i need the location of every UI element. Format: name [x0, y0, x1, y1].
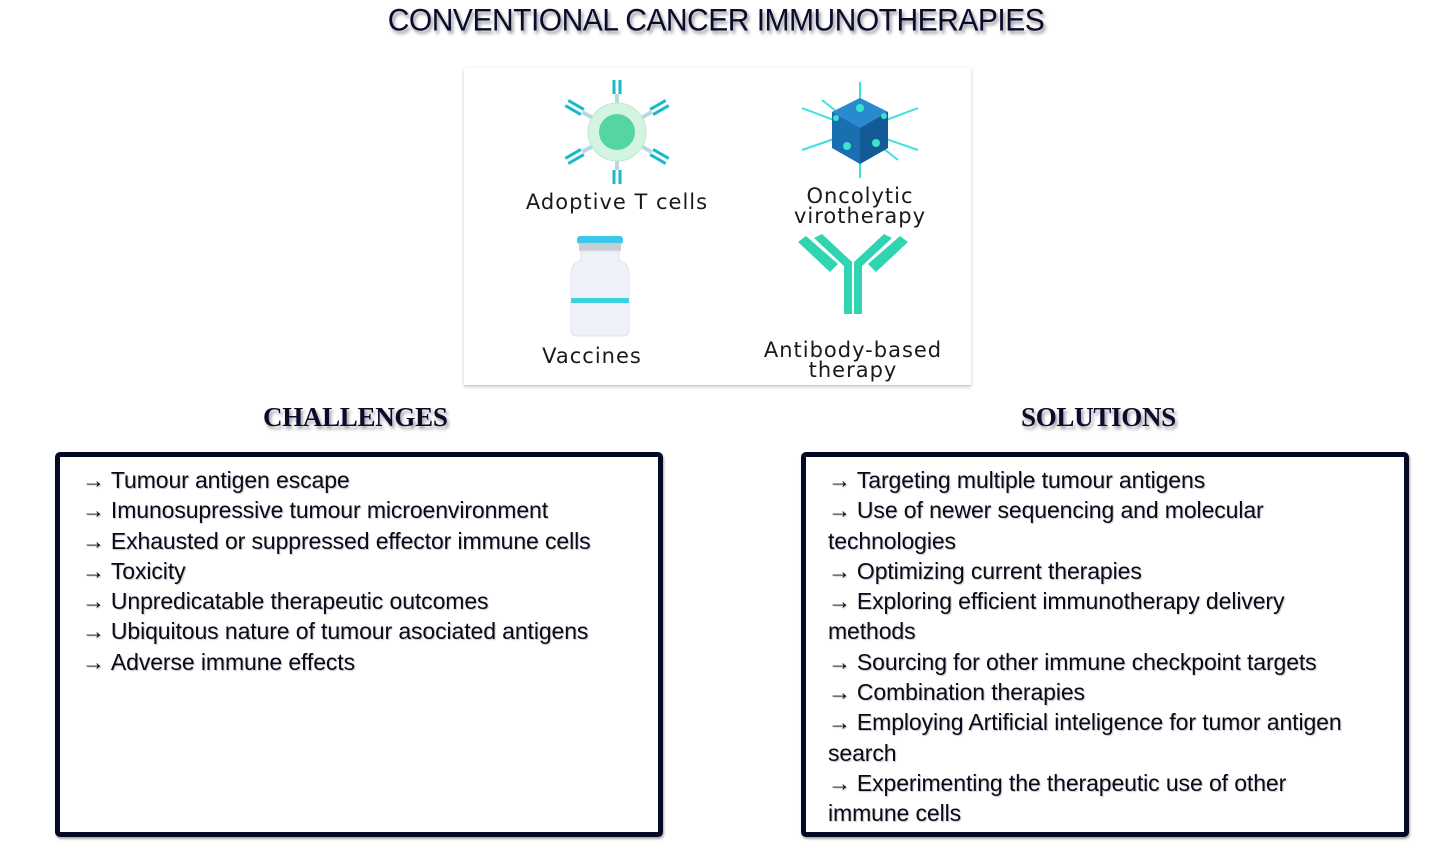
virus-icon: [801, 82, 919, 178]
challenge-text: Tumour antigen escape: [110, 467, 350, 493]
receptor-bottom: [612, 158, 622, 184]
arrow-icon: →: [828, 648, 851, 675]
therapy-oncolytic-virotherapy: Oncolytic virotherapy: [760, 78, 960, 228]
challenges-list: →Tumour antigen escape →Imunosupressive …: [82, 465, 658, 677]
label-line: therapy: [808, 358, 898, 382]
therapies-figure: Adoptive T cells: [464, 68, 971, 386]
arrow-icon: →: [82, 648, 105, 675]
solution-item: →Combination therapies: [828, 677, 1394, 707]
label-line: Antibody-based: [763, 338, 943, 362]
challenge-item: →Unpredicatable therapeutic outcomes: [82, 586, 658, 616]
therapy-label: Antibody-based therapy: [738, 338, 968, 382]
solution-item: →Targeting multiple tumour antigens: [828, 465, 1394, 495]
solution-item: →Exploring efficient immunotherapy deliv…: [828, 586, 1338, 647]
page-title: CONVENTIONAL CANCER IMMUNOTHERAPIES: [387, 3, 1045, 38]
challenge-item: →Ubiquitous nature of tumour asociated a…: [82, 616, 658, 646]
solution-item: →Sourcing for other immune checkpoint ta…: [828, 647, 1394, 677]
challenge-text: Exhausted or suppressed effector immune …: [110, 527, 591, 554]
challenge-item: →Adverse immune effects: [82, 647, 658, 677]
arrow-icon: →: [828, 467, 851, 493]
solution-text: Use of newer sequencing and molecular te…: [828, 497, 1264, 554]
solution-item: →Use of newer sequencing and molecular t…: [828, 495, 1318, 556]
arrow-icon: →: [828, 557, 851, 584]
solutions-box: →Targeting multiple tumour antigens →Use…: [801, 452, 1409, 837]
arrow-icon: →: [82, 497, 105, 524]
solution-text: Sourcing for other immune checkpoint tar…: [856, 648, 1317, 675]
arrow-icon: →: [828, 588, 851, 615]
therapy-vaccines: Vaccines: [492, 232, 692, 368]
arrow-icon: →: [82, 588, 105, 615]
solutions-heading: SOLUTIONS: [1021, 402, 1176, 432]
solution-text: Employing Artificial inteligence for tum…: [828, 709, 1342, 766]
challenge-item: →Exhausted or suppressed effector immune…: [82, 526, 658, 556]
solution-item: →Employing Artificial inteligence for tu…: [828, 707, 1398, 768]
arrow-icon: →: [828, 497, 851, 524]
arrow-icon: →: [828, 709, 851, 736]
therapy-label: Oncolytic virotherapy: [760, 184, 960, 228]
t-cell-icon: [564, 80, 670, 184]
label-line: Adoptive T cells: [525, 190, 709, 214]
arrow-icon: →: [82, 467, 105, 493]
challenges-box: →Tumour antigen escape →Imunosupressive …: [55, 452, 663, 837]
therapy-label: Vaccines: [492, 344, 692, 368]
challenge-item: →Tumour antigen escape: [82, 465, 658, 495]
challenge-item: →Imunosupressive tumour microenvironment: [82, 495, 658, 525]
therapy-label: Adoptive T cells: [492, 190, 742, 214]
arrow-icon: →: [82, 618, 105, 645]
arrow-icon: →: [828, 679, 851, 706]
challenge-text: Unpredicatable therapeutic outcomes: [110, 588, 489, 615]
challenge-item: →Toxicity: [82, 556, 658, 586]
antibody-icon: [798, 234, 908, 314]
solutions-list: →Targeting multiple tumour antigens →Use…: [828, 465, 1394, 829]
challenges-heading: CHALLENGES: [263, 402, 448, 432]
challenge-text: Adverse immune effects: [110, 648, 356, 675]
solution-text: Targeting multiple tumour antigens: [856, 467, 1206, 493]
arrow-icon: →: [828, 769, 851, 796]
challenge-text: Ubiquitous nature of tumour asociated an…: [110, 618, 589, 645]
solution-text: Experimenting the therapeutic use of oth…: [828, 769, 1287, 827]
therapy-antibody-based: Antibody-based therapy: [738, 234, 968, 382]
arrow-icon: →: [82, 557, 105, 584]
solution-item: →Experimenting the therapeutic use of ot…: [828, 768, 1338, 829]
solution-text: Optimizing current therapies: [856, 557, 1142, 584]
challenge-text: Toxicity: [110, 557, 186, 584]
receptor-top: [612, 80, 622, 106]
solution-text: Exploring efficient immunotherapy delive…: [828, 588, 1285, 645]
solution-item: →Optimizing current therapies: [828, 556, 1394, 586]
label-line: Vaccines: [542, 344, 642, 368]
therapy-adoptive-t-cells: Adoptive T cells: [492, 78, 742, 214]
vaccine-vial-icon: [570, 236, 630, 337]
challenge-text: Imunosupressive tumour microenvironment: [110, 497, 549, 524]
solution-text: Combination therapies: [856, 679, 1085, 706]
arrow-icon: →: [82, 527, 105, 554]
label-line: Oncolytic: [806, 184, 914, 208]
label-line: virotherapy: [793, 204, 926, 228]
